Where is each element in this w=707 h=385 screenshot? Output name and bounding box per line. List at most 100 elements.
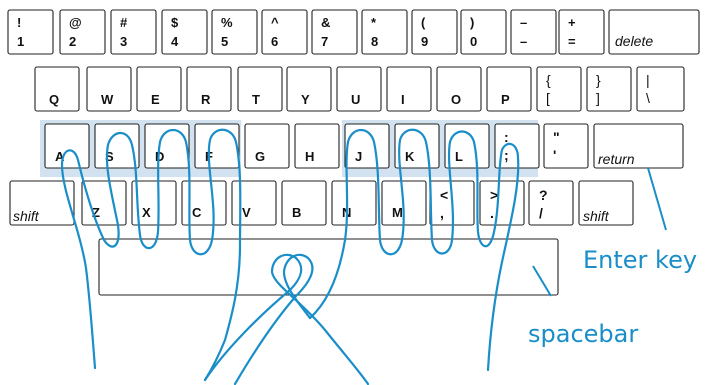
key-shift-right-label: shift	[583, 208, 610, 224]
key-3[interactable]	[110, 9, 157, 55]
key-shift-symbol: ?	[539, 187, 548, 203]
key-1[interactable]	[7, 9, 54, 55]
key-close-bracket[interactable]	[586, 66, 632, 112]
key-symbol: .	[490, 205, 494, 221]
right-hand-outline	[308, 128, 520, 372]
key-symbol: 6	[271, 34, 278, 49]
key-letter: L	[455, 149, 463, 164]
spacebar-pointer-line	[532, 265, 552, 297]
key-shift-symbol: ^	[271, 15, 279, 30]
key-backslash[interactable]	[636, 66, 685, 112]
key-z[interactable]	[81, 180, 127, 226]
key-6[interactable]	[261, 9, 308, 55]
key-2[interactable]	[59, 9, 106, 55]
key-7[interactable]	[311, 9, 358, 55]
key-apostrophe[interactable]	[543, 123, 589, 169]
key-letter: H	[305, 149, 314, 164]
key-letter: Z	[92, 205, 100, 220]
key-q[interactable]	[34, 66, 80, 112]
key-semicolon[interactable]	[494, 123, 540, 169]
key-g[interactable]	[244, 123, 290, 169]
key-r[interactable]	[186, 66, 232, 112]
key-symbol: 3	[120, 34, 127, 49]
key-symbol: 1	[17, 34, 24, 49]
key-symbol: 0	[470, 34, 477, 49]
key-8[interactable]	[361, 9, 408, 55]
key-h[interactable]	[294, 123, 340, 169]
key-n[interactable]	[331, 180, 377, 226]
left-hand-outline	[60, 128, 242, 382]
key-shift-left[interactable]	[9, 180, 75, 226]
key-y[interactable]	[286, 66, 332, 112]
key-shift-symbol: !	[17, 15, 21, 30]
key-w[interactable]	[86, 66, 132, 112]
key-symbol: \	[646, 90, 650, 106]
key-0[interactable]	[460, 9, 507, 55]
key-u[interactable]	[336, 66, 382, 112]
key-letter: E	[151, 92, 160, 107]
key-symbol: 4	[171, 34, 179, 49]
key-letter: B	[292, 205, 301, 220]
key-shift-symbol: #	[120, 15, 128, 30]
key-4[interactable]	[161, 9, 208, 55]
key-shift-symbol: "	[553, 129, 560, 145]
key-letter: K	[405, 149, 415, 164]
key-l[interactable]	[444, 123, 490, 169]
key-shift-symbol: $	[171, 15, 179, 30]
key-letter: J	[355, 149, 362, 164]
key-delete[interactable]	[608, 9, 700, 55]
key-letter: G	[255, 149, 265, 164]
key-return[interactable]	[593, 123, 684, 169]
key-letter: A	[55, 149, 65, 164]
key-x[interactable]	[131, 180, 177, 226]
key-symbol: 8	[371, 34, 378, 49]
key-5[interactable]	[211, 9, 258, 55]
key-letter: W	[101, 92, 114, 107]
key-e[interactable]	[136, 66, 182, 112]
key-letter: X	[142, 205, 151, 220]
key-letter: T	[252, 92, 260, 107]
key-p[interactable]	[486, 66, 532, 112]
key-shift-symbol: <	[440, 187, 448, 203]
key-shift-symbol: +	[568, 15, 576, 30]
key-o[interactable]	[436, 66, 482, 112]
key-equals[interactable]	[558, 9, 605, 55]
key-delete-label: delete	[615, 33, 653, 49]
key-spacebar[interactable]	[98, 238, 559, 296]
key-c[interactable]	[181, 180, 227, 226]
key-shift-symbol: }	[596, 72, 601, 88]
key-shift-symbol: )	[470, 15, 474, 30]
key-letter: R	[201, 92, 211, 107]
key-letter: U	[351, 92, 360, 107]
key-a[interactable]	[44, 123, 90, 169]
key-j[interactable]	[344, 123, 390, 169]
key-i[interactable]	[386, 66, 432, 112]
key-symbol: –	[520, 34, 527, 49]
key-symbol: ]	[596, 90, 600, 106]
right-thumb-outline	[233, 253, 314, 385]
key-letter: V	[242, 205, 251, 220]
key-letter: Y	[301, 92, 310, 107]
key-symbol: 5	[221, 34, 228, 49]
key-return-label: return	[598, 151, 635, 167]
key-symbol: =	[568, 34, 576, 49]
key-t[interactable]	[237, 66, 283, 112]
key-b[interactable]	[281, 180, 327, 226]
key-f[interactable]	[194, 123, 240, 169]
finger-outline-lines	[60, 128, 520, 385]
key-open-bracket[interactable]	[536, 66, 582, 112]
key-symbol: 9	[421, 34, 428, 49]
key-shift-symbol: *	[371, 15, 377, 30]
key-slash[interactable]	[528, 180, 574, 226]
key-shift-symbol: |	[646, 72, 650, 88]
key-letter: C	[192, 205, 202, 220]
key-shift-right[interactable]	[578, 180, 634, 226]
key-shift-symbol: &	[321, 15, 330, 30]
key-minus[interactable]	[510, 9, 557, 55]
key-d[interactable]	[144, 123, 190, 169]
key-v[interactable]	[231, 180, 277, 226]
key-9[interactable]	[411, 9, 458, 55]
enter-key-pointer-line	[647, 167, 667, 231]
